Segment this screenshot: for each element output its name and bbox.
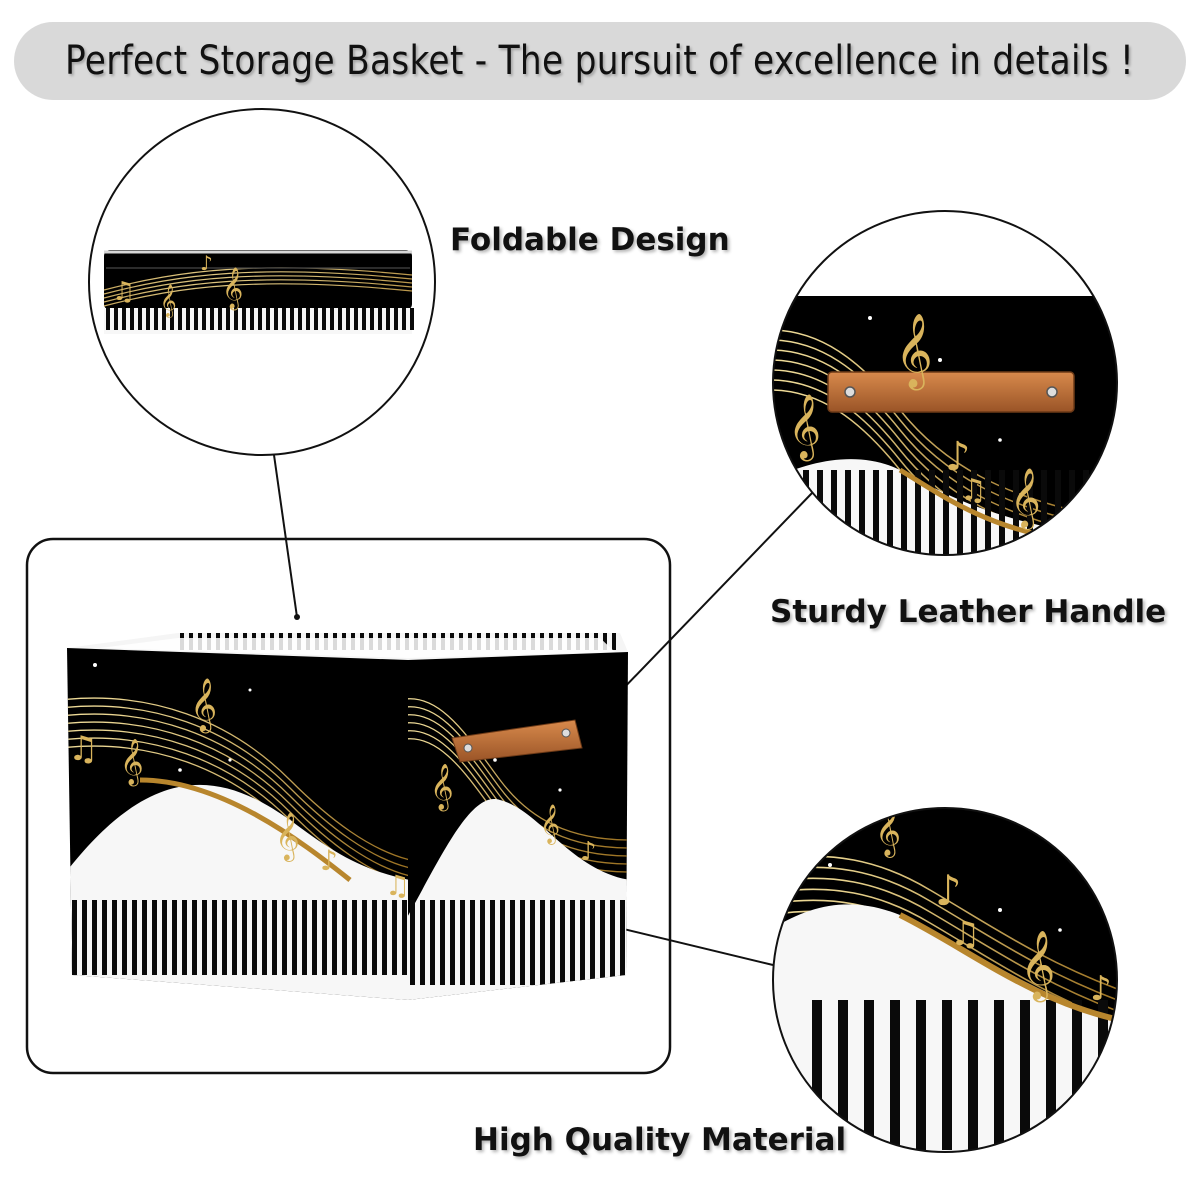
piano-keys-icon (72, 900, 407, 975)
treble-clef-icon: 𝄞 (120, 739, 144, 787)
detail-handle: 𝄞 𝄞 𝄞 ♪ ♫ (772, 210, 1118, 556)
music-note-icon: ♫ (385, 869, 410, 902)
detail-material: 𝄞 𝄞 ♪ ♫ ♪ (772, 805, 1118, 1153)
treble-clef-icon: 𝄞 (222, 267, 243, 310)
leather-handle (827, 371, 1075, 413)
basket-main: 𝄞 𝄞 𝄞 𝄞 𝄞 ♫ ♪ ♫ ♪ (67, 633, 628, 1000)
feature-label-material: High Quality Material (473, 1122, 847, 1158)
basket-frame (25, 537, 672, 1075)
treble-clef-icon: 𝄞 (275, 811, 300, 862)
music-note-icon: ♪ (1090, 969, 1112, 1009)
treble-clef-icon: 𝄞 (190, 677, 217, 733)
music-note-icon: ♪ (935, 866, 962, 915)
feature-label-foldable: Foldable Design (450, 222, 730, 258)
music-note-icon: ♪ (580, 837, 597, 867)
detail-foldable: 𝄞 𝄞 ♫ ♪ (88, 108, 436, 456)
treble-clef-icon: 𝄞 (788, 394, 821, 461)
music-note-icon: ♫ (960, 473, 987, 508)
banner-title: Perfect Storage Basket - The pursuit of … (65, 38, 1135, 84)
music-note-icon: ♫ (68, 729, 98, 769)
music-note-icon: ♪ (200, 251, 213, 275)
treble-clef-icon: 𝄞 (875, 805, 901, 858)
treble-clef-icon: 𝄞 (1010, 468, 1041, 530)
music-note-icon: ♫ (112, 277, 135, 307)
feature-label-handle: Sturdy Leather Handle (770, 594, 1167, 630)
treble-clef-icon: 𝄞 (895, 314, 933, 391)
leather-handle (451, 719, 583, 763)
music-note-icon: ♫ (950, 914, 980, 954)
treble-clef-icon: 𝄞 (430, 764, 454, 812)
title-banner: Perfect Storage Basket - The pursuit of … (14, 22, 1186, 100)
treble-clef-icon: 𝄞 (540, 804, 560, 845)
treble-clef-icon: 𝄞 (160, 284, 177, 318)
music-note-icon: ♪ (320, 844, 338, 877)
music-note-icon: ♪ (945, 434, 971, 480)
treble-clef-icon: 𝄞 (1020, 930, 1055, 1002)
